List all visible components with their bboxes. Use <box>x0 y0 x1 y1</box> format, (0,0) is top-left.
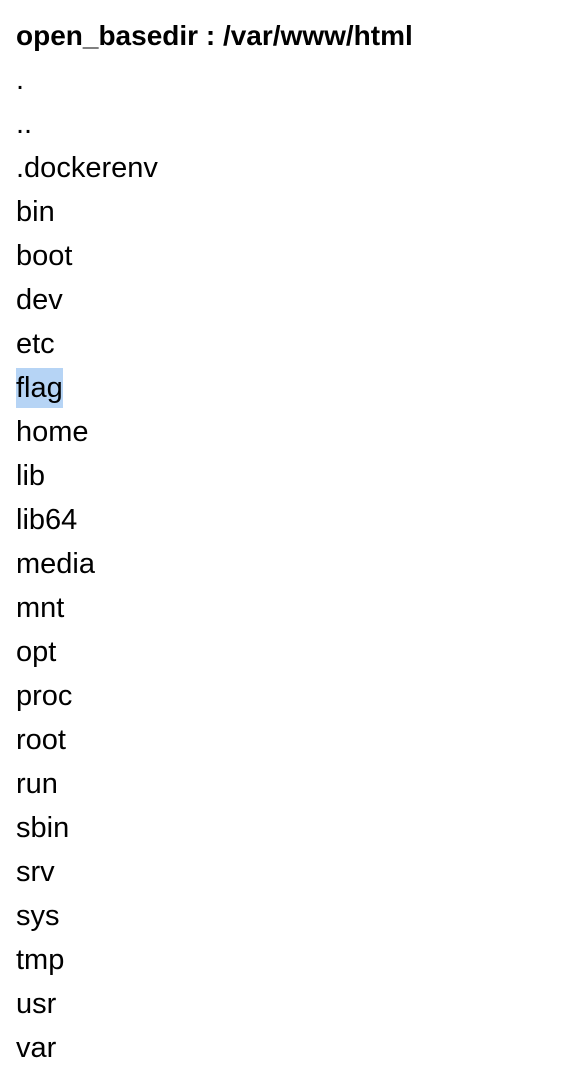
open-basedir-header: open_basedir : /var/www/html <box>16 14 566 58</box>
list-item: srv <box>16 850 566 894</box>
list-item: tmp <box>16 938 566 982</box>
list-item: .. <box>16 102 566 146</box>
list-item: lib64 <box>16 498 566 542</box>
entry-name: srv <box>16 856 55 888</box>
entry-name: dev <box>16 284 63 316</box>
entry-name: sys <box>16 900 60 932</box>
list-item: media <box>16 542 566 586</box>
header-separator: : <box>198 20 223 51</box>
entry-name: . <box>16 64 25 96</box>
entry-name: run <box>16 768 58 800</box>
directory-listing: . .. .dockerenv bin boot dev etc flag ho… <box>16 58 566 1070</box>
list-item: usr <box>16 982 566 1026</box>
entry-name: media <box>16 548 95 580</box>
entry-name: boot <box>16 240 73 272</box>
list-item: dev <box>16 278 566 322</box>
entry-name: lib64 <box>16 504 78 536</box>
list-item: flag <box>16 366 566 410</box>
entry-name: sbin <box>16 812 70 844</box>
list-item: run <box>16 762 566 806</box>
entry-name: .dockerenv <box>16 152 158 184</box>
list-item: sbin <box>16 806 566 850</box>
list-item: bin <box>16 190 566 234</box>
header-path: /var/www/html <box>222 20 413 51</box>
list-item: opt <box>16 630 566 674</box>
entry-name: bin <box>16 196 55 228</box>
header-label: open_basedir <box>16 20 199 51</box>
entry-name: root <box>16 724 66 756</box>
list-item: etc <box>16 322 566 366</box>
entry-name: var <box>16 1032 57 1064</box>
entry-name: .. <box>16 108 33 140</box>
page: open_basedir : /var/www/html . .. .docke… <box>16 14 566 1070</box>
list-item: proc <box>16 674 566 718</box>
list-item: . <box>16 58 566 102</box>
list-item: root <box>16 718 566 762</box>
entry-name: tmp <box>16 944 65 976</box>
list-item: var <box>16 1026 566 1070</box>
list-item: sys <box>16 894 566 938</box>
list-item: lib <box>16 454 566 498</box>
entry-name: proc <box>16 680 73 712</box>
entry-name: etc <box>16 328 55 360</box>
entry-name: opt <box>16 636 57 668</box>
entry-name: flag <box>16 368 63 408</box>
entry-name: lib <box>16 460 46 492</box>
entry-name: home <box>16 416 89 448</box>
list-item: home <box>16 410 566 454</box>
entry-name: mnt <box>16 592 65 624</box>
entry-name: usr <box>16 988 57 1020</box>
list-item: .dockerenv <box>16 146 566 190</box>
list-item: mnt <box>16 586 566 630</box>
list-item: boot <box>16 234 566 278</box>
